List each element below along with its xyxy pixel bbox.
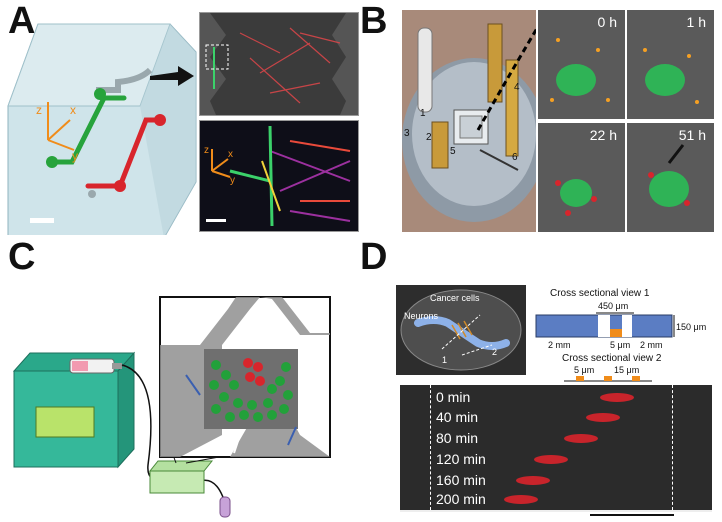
- pump-display: [35, 406, 95, 438]
- rod-4: [505, 59, 519, 157]
- syringe-1: [417, 27, 433, 113]
- outlet-port: [88, 190, 96, 198]
- boundary-left: [430, 385, 431, 510]
- micrograph-a-inset: z x y: [199, 120, 359, 232]
- red-channel: [85, 117, 163, 189]
- right-width-label: 2 mm: [640, 340, 663, 350]
- timepoint-51h: 51 h: [678, 127, 706, 143]
- timelapse-label: 40 min: [436, 409, 479, 425]
- dish-label-neurons: Neurons: [404, 311, 439, 321]
- green-channel: [49, 95, 127, 165]
- panel-d-dish: Cancer cells Neurons 1 2: [396, 285, 526, 375]
- panel-c-figure: [12, 296, 331, 518]
- green-port-2: [94, 88, 106, 100]
- timelapse-label: 120 min: [436, 451, 486, 467]
- arrow-indicator: [150, 66, 194, 86]
- screw-2: [431, 121, 449, 169]
- timelapse-label: 160 min: [436, 472, 486, 488]
- flow-arrows: [185, 374, 297, 446]
- cv2-b-label: 15 μm: [614, 365, 639, 375]
- frame-0h: 0 h: [538, 10, 625, 119]
- panel-letter-a: A: [8, 0, 36, 42]
- panel-d-timelapse: 0 min 40 min 80 min 120 min 160 min 200 …: [400, 385, 712, 512]
- timelapse-label: 200 min: [436, 491, 486, 507]
- scale-bar-d: [590, 514, 674, 516]
- gap-label: 450 μm: [598, 301, 628, 311]
- axis-y-label: y: [72, 149, 78, 163]
- frame-22h: 22 h: [538, 123, 625, 232]
- panel-b-timelapse: 0 h 1 h 22 h 51 h: [538, 10, 714, 232]
- panel-b-device: 1 2 3 4 5 6: [402, 10, 536, 232]
- part-6: 6: [512, 152, 518, 163]
- inset-axis-z: z: [204, 145, 209, 156]
- inset-axis-y: y: [230, 175, 235, 186]
- inlet-channel: [96, 67, 153, 93]
- inset-axis-x: x: [228, 149, 233, 160]
- red-cells: [243, 358, 265, 386]
- part-2: 2: [426, 132, 432, 143]
- channel-small-label: 5 μm: [610, 340, 630, 350]
- panel-letter-b: B: [360, 0, 388, 42]
- pump-body: [13, 370, 119, 468]
- scale-bar: [30, 218, 54, 223]
- part-5: 5: [450, 146, 456, 157]
- green-port-1: [46, 156, 58, 168]
- timepoint-1h: 1 h: [686, 14, 706, 30]
- part-3: 3: [404, 128, 410, 139]
- red-port-1: [154, 114, 166, 126]
- panel-letter-c: C: [8, 236, 36, 278]
- cancer-cell: [534, 455, 568, 464]
- cancer-cell: [586, 413, 620, 422]
- dish-label-cancer: Cancer cells: [430, 293, 480, 303]
- timelapse-label: 0 min: [436, 389, 471, 405]
- frame-51h: 51 h: [627, 123, 714, 232]
- timelapse-row: 200 min: [400, 489, 712, 512]
- cancer-cell: [504, 495, 538, 504]
- micrograph-a-top: [199, 12, 359, 116]
- cancer-cell: [564, 434, 598, 443]
- axis-z-label: z: [36, 103, 42, 117]
- panel-letter-d: D: [360, 236, 388, 278]
- cv2-a-label: 5 μm: [574, 365, 594, 375]
- cancer-cell: [516, 476, 550, 485]
- cross-view-1-title: Cross sectional view 1: [550, 288, 650, 299]
- left-width-label: 2 mm: [548, 340, 571, 350]
- boundary-right: [672, 385, 673, 510]
- timepoint-22h: 22 h: [589, 127, 617, 143]
- red-port-2: [114, 180, 126, 192]
- panel-a-figure: z x y: [7, 23, 197, 235]
- part-1: 1: [420, 108, 426, 119]
- dish-label-cut2: 2: [492, 347, 497, 357]
- dish-label-cut1: 1: [442, 355, 447, 365]
- vial: [219, 496, 231, 518]
- cancer-cell: [600, 393, 634, 402]
- axes-3d: [47, 102, 75, 151]
- height-label: 150 μm: [676, 322, 706, 332]
- axis-x-label: x: [70, 103, 76, 117]
- chip: [149, 470, 205, 494]
- cross-view-2-title: Cross sectional view 2: [562, 353, 662, 364]
- panel-d-cross-sections: Cross sectional view 1 450 μm 150 μm 5 μ…: [535, 288, 706, 382]
- flow-arrows-white: [233, 304, 269, 454]
- part-4: 4: [514, 82, 520, 93]
- timepoint-0h: 0 h: [597, 14, 617, 30]
- frame-1h: 1 h: [627, 10, 714, 119]
- green-cells: [209, 360, 293, 422]
- timelapse-label: 80 min: [436, 430, 479, 446]
